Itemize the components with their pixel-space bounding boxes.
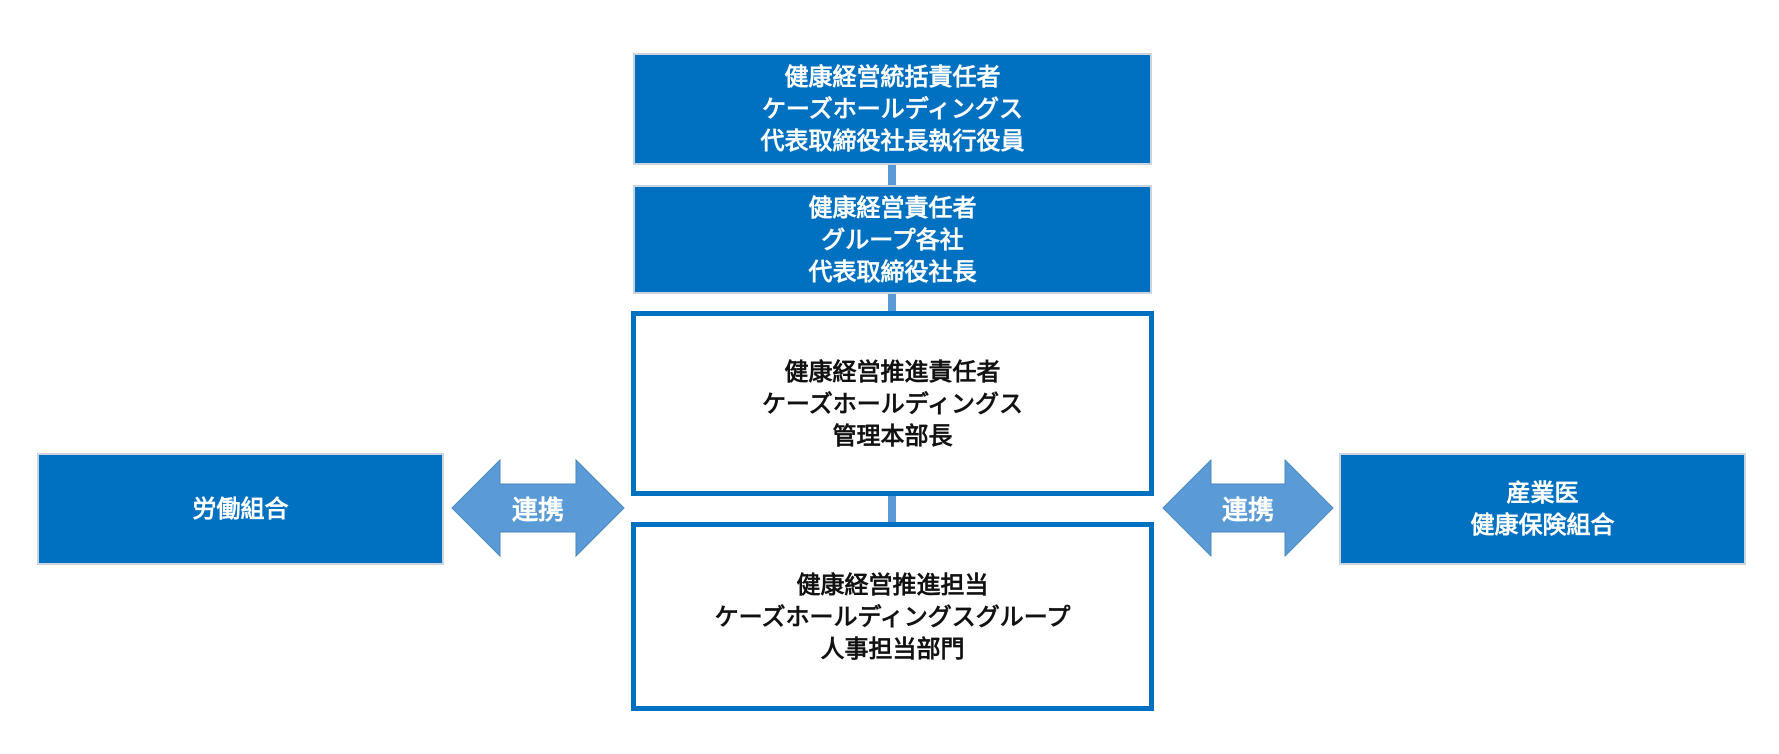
- cooperation-label: 連携: [1221, 495, 1274, 526]
- health-officer-box: 健康経営責任者 グループ各社 代表取締役社長: [633, 185, 1152, 294]
- box-line: 労働組合: [192, 495, 289, 523]
- box-line: 健康経営統括責任者: [784, 63, 1001, 91]
- chief-health-officer-box: 健康経営統括責任者 ケーズホールディングス 代表取締役社長執行役員: [633, 53, 1152, 165]
- box-line: グループ各社: [821, 225, 964, 254]
- box-line: ケーズホールディングスグループ: [714, 602, 1071, 631]
- box-line: ケーズホールディングス: [761, 95, 1024, 123]
- connector-line: [888, 165, 896, 185]
- labor-union-box: 労働組合: [37, 453, 444, 565]
- promotion-officer-box: 健康経営推進責任者 ケーズホールディングス 管理本部長: [631, 311, 1154, 496]
- promotion-staff-box: 健康経営推進担当 ケーズホールディングスグループ 人事担当部門: [631, 522, 1154, 711]
- cooperation-label: 連携: [511, 495, 564, 526]
- double-arrow-icon: [1162, 458, 1334, 558]
- double-arrow-icon: [451, 458, 625, 558]
- box-line: 産業医: [1506, 479, 1579, 507]
- connector-line: [888, 496, 896, 522]
- box-line: 健康経営推進責任者: [784, 357, 1001, 386]
- industrial-physician-box: 産業医 健康保険組合: [1339, 453, 1746, 565]
- box-line: 代表取締役社長執行役員: [760, 127, 1025, 155]
- box-line: 人事担当部門: [820, 634, 965, 663]
- box-line: 健康経営責任者: [808, 193, 977, 222]
- box-line: 管理本部長: [832, 421, 953, 450]
- box-line: 健康経営推進担当: [796, 570, 989, 599]
- connector-line: [888, 294, 896, 314]
- box-line: 健康保険組合: [1470, 511, 1615, 539]
- box-line: ケーズホールディングス: [761, 389, 1024, 418]
- box-line: 代表取締役社長: [808, 257, 977, 286]
